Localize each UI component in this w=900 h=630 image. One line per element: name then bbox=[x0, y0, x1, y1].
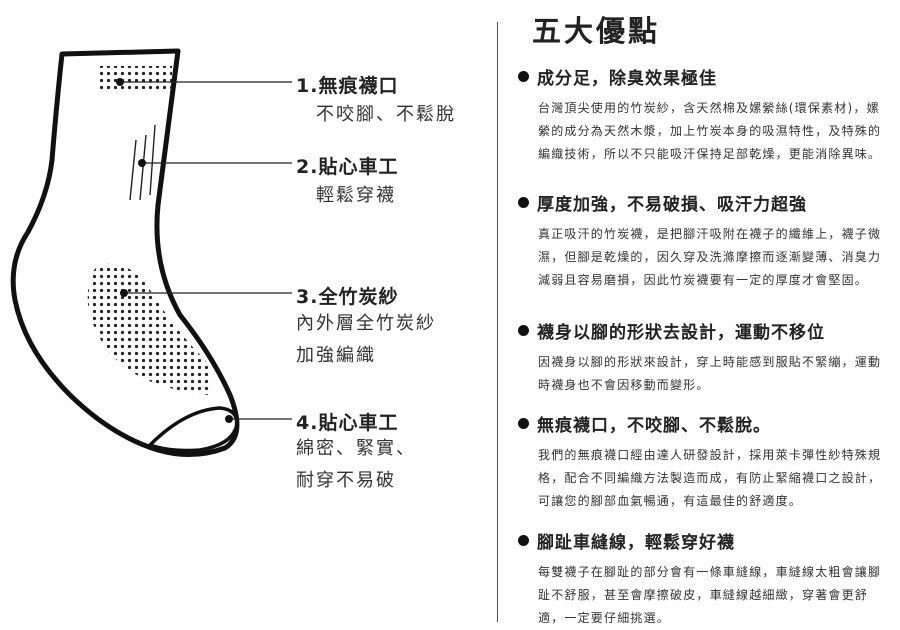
feature-heading: 襪身以腳的形狀去設計，運動不移位 bbox=[537, 323, 825, 343]
feature-heading: 厚度加強，不易破損、吸汗力超強 bbox=[537, 195, 807, 215]
bullet-icon bbox=[518, 71, 529, 82]
callout-title-2: 2.貼心車工 bbox=[296, 156, 399, 178]
callout-title-1: 1.無痕襪口 bbox=[296, 75, 399, 97]
callout-dot-4 bbox=[225, 415, 233, 423]
toe-seam bbox=[146, 406, 239, 453]
bullet-icon bbox=[518, 535, 529, 546]
callout-dot-2 bbox=[138, 159, 146, 167]
feature-heading: 無痕襪口，不咬腳、不鬆脫。 bbox=[537, 416, 771, 436]
feature-body: 真正吸汗的竹炭襪，是把腳汗吸附在襪子的纖維上，襪子微濕，但腳是乾燥的，因久穿及洗… bbox=[538, 227, 882, 287]
callout-dot-3 bbox=[120, 289, 128, 297]
feature-item-4: 無痕襪口，不咬腳、不鬆脫。 我們的無痕襪口經由達人研發設計，採用萊卡彈性紗特殊規… bbox=[518, 411, 890, 513]
callout-desc-3a: 內外層全竹炭紗 bbox=[296, 313, 436, 334]
cuff-dot-band bbox=[100, 66, 172, 92]
callout-desc-2: 輕鬆穿襪 bbox=[316, 185, 396, 206]
callout-title-3: 3.全竹炭紗 bbox=[296, 286, 399, 308]
stitch-lines bbox=[129, 124, 156, 201]
bullet-icon bbox=[518, 325, 529, 336]
feature-body: 每雙襪子在腳趾的部分會有一條車縫線，車縫線太粗會讓腳趾不舒服，甚至會摩擦破皮，車… bbox=[538, 565, 882, 625]
callout-desc-3b: 加強編織 bbox=[296, 345, 376, 366]
heel-dot-area bbox=[87, 263, 211, 395]
callout-dot-1 bbox=[116, 78, 124, 86]
bullet-icon bbox=[518, 197, 529, 208]
feature-heading: 成分足，除臭效果極佳 bbox=[537, 69, 717, 89]
callout-title-4: 4.貼心車工 bbox=[296, 412, 399, 434]
feature-heading: 腳趾車縫線，輕鬆穿好襪 bbox=[537, 533, 735, 553]
page-title: 五大優點 bbox=[532, 14, 661, 48]
callout-desc-4a: 綿密、緊實、 bbox=[296, 438, 416, 459]
callout-desc-4b: 耐穿不易破 bbox=[296, 470, 396, 491]
feature-body: 我們的無痕襪口經由達人研發設計，採用萊卡彈性紗特殊規格，配合不同編織方法製造而成… bbox=[538, 448, 882, 508]
column-divider bbox=[497, 22, 498, 622]
bullet-icon bbox=[518, 418, 529, 429]
feature-item-3: 襪身以腳的形狀去設計，運動不移位 因襪身以腳的形狀來設計，穿上時能感到服貼不緊繃… bbox=[518, 318, 890, 397]
feature-item-2: 厚度加強，不易破損、吸汗力超強 真正吸汗的竹炭襪，是把腳汗吸附在襪子的纖維上，襪… bbox=[518, 190, 890, 292]
feature-item-5: 腳趾車縫線，輕鬆穿好襪 每雙襪子在腳趾的部分會有一條車縫線，車縫線太粗會讓腳趾不… bbox=[518, 528, 890, 630]
sock-illustration bbox=[10, 48, 292, 458]
feature-body: 因襪身以腳的形狀來設計，穿上時能感到服貼不緊繃，運動時襪身也不會因移動而變形。 bbox=[538, 355, 882, 392]
callout-desc-1: 不咬腳、不鬆脫 bbox=[316, 104, 456, 125]
feature-item-1: 成分足，除臭效果極佳 台灣頂尖使用的竹炭紗，含天然棉及嫘縈絲(環保素材)，嫘縈的… bbox=[518, 64, 890, 166]
feature-body: 台灣頂尖使用的竹炭紗，含天然棉及嫘縈絲(環保素材)，嫘縈的成分為天然木漿，加上竹… bbox=[538, 101, 882, 161]
